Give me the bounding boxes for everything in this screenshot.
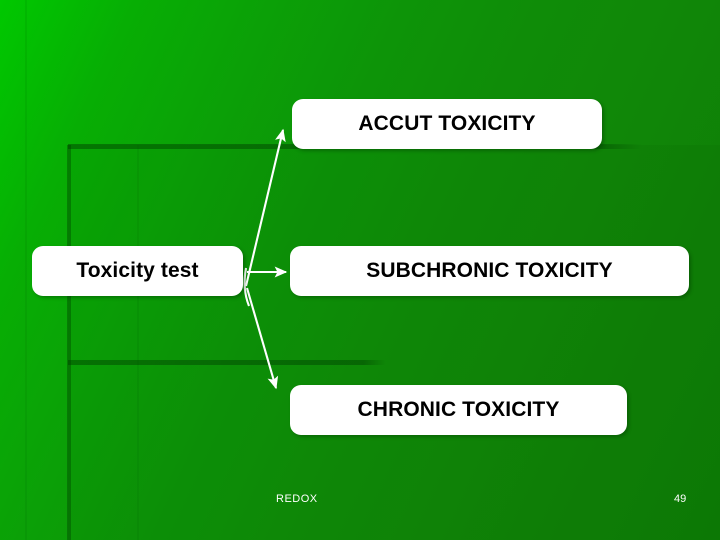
page-number: 49 xyxy=(674,493,687,505)
connector-to-chronic xyxy=(245,287,279,390)
connector-trunk xyxy=(243,267,250,307)
node-toxicity-test-label: Toxicity test xyxy=(76,259,199,282)
node-acute-toxicity-label: ACCUT TOXICITY xyxy=(358,112,536,135)
connector-to-acute xyxy=(244,128,286,287)
node-toxicity-test[interactable]: Toxicity test xyxy=(32,246,243,296)
node-subchronic-toxicity[interactable]: SUBCHRONIC TOXICITY xyxy=(290,246,689,296)
node-acute-toxicity[interactable]: ACCUT TOXICITY xyxy=(292,99,602,149)
decorative-panel xyxy=(68,145,720,540)
decorative-vertical-line-main xyxy=(67,145,71,540)
footer-label: REDOX xyxy=(276,493,318,505)
node-subchronic-toxicity-label: SUBCHRONIC TOXICITY xyxy=(366,259,613,282)
decorative-vertical-line-thin-2 xyxy=(137,145,139,540)
decorative-vertical-line-thin xyxy=(25,0,27,540)
node-chronic-toxicity[interactable]: CHRONIC TOXICITY xyxy=(290,385,627,435)
node-chronic-toxicity-label: CHRONIC TOXICITY xyxy=(357,398,560,421)
decorative-horizontal-line-middle xyxy=(68,360,386,365)
